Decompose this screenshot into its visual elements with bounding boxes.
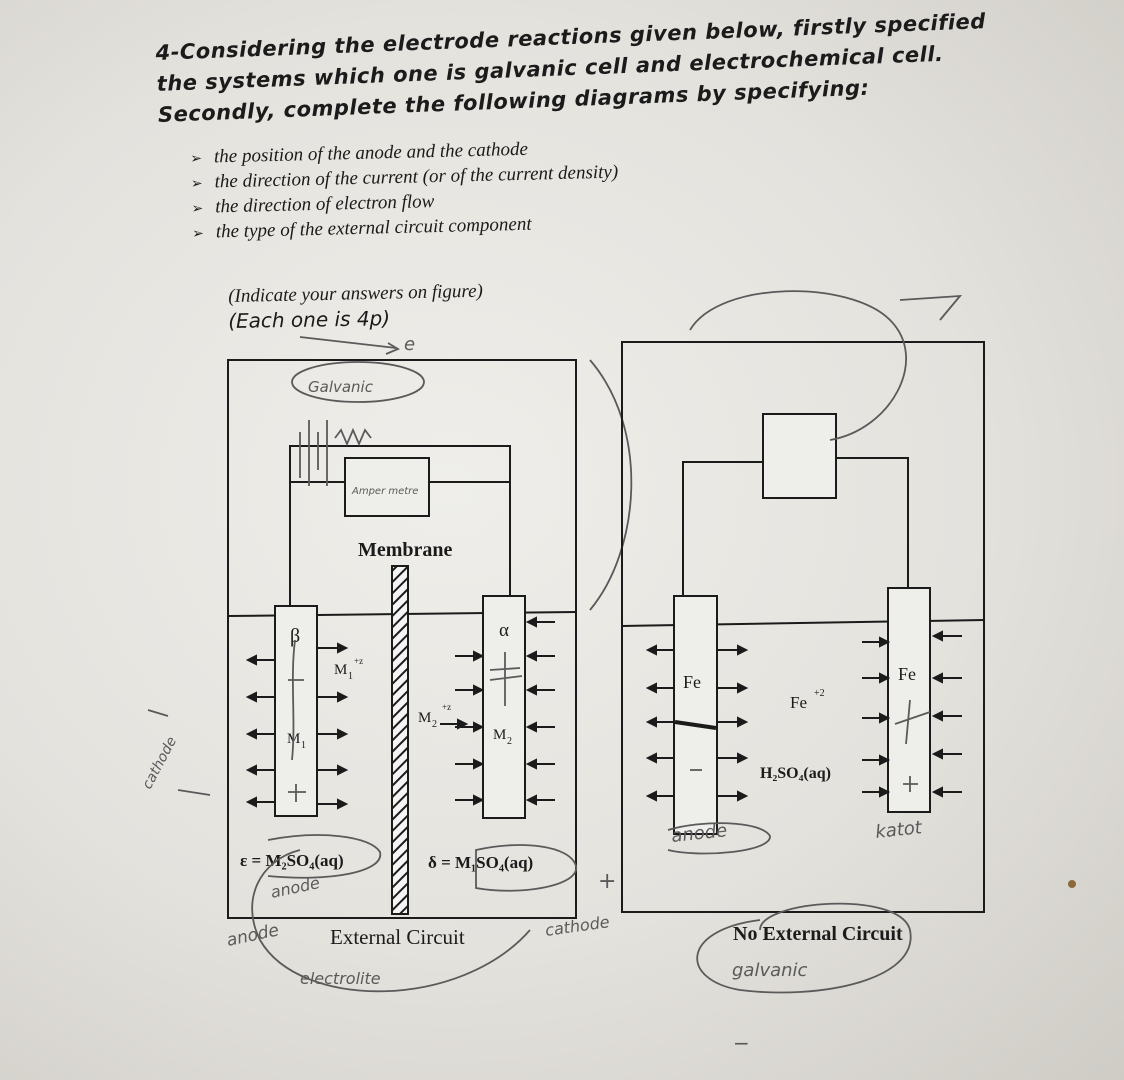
electron-arrow-line	[299, 336, 397, 349]
right-cell-frame	[621, 341, 985, 913]
plus-sign-left: +	[598, 869, 616, 894]
fe-right-outer-arrows	[931, 630, 962, 798]
fe-right-label: Fe	[898, 664, 916, 684]
left-cell-frame	[227, 359, 577, 919]
membrane-bar	[391, 565, 409, 915]
fe-right-pencil	[894, 699, 931, 745]
galvanic-circle-bottom	[696, 902, 912, 994]
svg-text:1: 1	[348, 671, 353, 682]
m2-ion-label: M 2 +z	[418, 702, 451, 730]
svg-text:2: 2	[432, 719, 437, 730]
top-right-arrow	[899, 294, 963, 321]
galvanic-bottom-text: galvanic	[732, 960, 808, 981]
anode-circle	[667, 822, 771, 855]
blank-component-box	[762, 413, 837, 499]
fe-right-plus	[903, 776, 918, 792]
ammeter-label: Amper metre	[351, 486, 418, 497]
m2-ion-arrow	[440, 718, 469, 730]
beta-left-arrows	[245, 654, 274, 808]
svg-text:+z: +z	[354, 656, 363, 666]
beta-right-arrows	[318, 642, 349, 810]
delta-circle	[475, 844, 577, 892]
left-cell-labels: Amper metre Membrane β α M 1 +z M 1 M 2 …	[240, 486, 533, 949]
alpha-pencil-marks	[489, 652, 523, 706]
right-swoosh	[589, 359, 633, 611]
alpha-left-arrows	[455, 650, 485, 806]
electron-arrowhead	[385, 342, 400, 355]
galvanic-top-text: Galvanic	[308, 378, 374, 396]
left-cell-handwriting	[147, 336, 633, 993]
fe-left-label: Fe	[683, 672, 701, 692]
svg-text:M: M	[493, 727, 506, 743]
anode-bottom-text: anode	[225, 920, 281, 951]
alpha-field-arrows	[440, 616, 555, 806]
left-handwritten-labels: Galvanic e cathode anode anode cathode e…	[139, 334, 616, 988]
resistor-symbol	[334, 427, 372, 447]
galvanic-circle	[291, 361, 425, 403]
m1-ion-label: M 1 +z	[334, 656, 363, 682]
cathode-pointer	[177, 789, 211, 796]
cathode-left-text: cathode	[139, 734, 180, 792]
alpha-label: α	[499, 620, 509, 641]
fe-left-bar	[674, 720, 717, 730]
epsilon-solution-label: ε = M₂SO₄(aq)	[240, 851, 344, 870]
epsilon-circle	[267, 834, 381, 879]
electrode-alpha	[482, 595, 526, 819]
svg-text:M: M	[334, 662, 347, 678]
fe-electrode-right	[887, 587, 931, 813]
right-cell-handwriting	[667, 290, 963, 994]
minus-sign: −	[733, 1031, 750, 1055]
bottom-loop	[251, 849, 531, 993]
left-tick-mark	[147, 709, 169, 717]
svg-text:2: 2	[507, 736, 512, 747]
svg-text:+z: +z	[442, 702, 451, 712]
fe-right-inner-arrows	[862, 636, 891, 798]
beta-pencil-line	[291, 639, 296, 761]
m2-metal-label: M 2	[493, 727, 512, 747]
svg-text:+2: +2	[814, 688, 825, 699]
pencil-dot	[1068, 880, 1076, 888]
right-left-wire	[682, 461, 764, 596]
battery-symbol	[299, 420, 328, 486]
svg-text:M: M	[418, 710, 431, 726]
beta-field-arrows	[245, 642, 349, 810]
left-outer-wire	[289, 445, 511, 620]
fe-left-inner-arrows	[718, 644, 749, 802]
beta-pencil-marks	[288, 679, 306, 802]
electrode-beta	[274, 605, 318, 817]
membrane-label: Membrane	[358, 539, 453, 561]
top-right-circle	[689, 290, 907, 441]
beta-label: β	[290, 625, 300, 647]
fe-ion-label: Fe +2	[790, 688, 825, 712]
right-cell-arrows	[645, 630, 962, 802]
fe-electrode-left	[673, 595, 718, 835]
fe-left-outer-arrows	[645, 644, 673, 802]
right-right-wire	[836, 457, 909, 588]
alpha-right-arrows	[525, 616, 555, 806]
svg-text:1: 1	[301, 740, 306, 751]
right-cell	[621, 341, 985, 913]
external-circuit-caption: External Circuit	[330, 925, 465, 949]
right-cell-labels: Fe Fe Fe +2 H₂SO₄(aq) No External Circui…	[683, 664, 916, 945]
no-external-circuit-caption: No External Circuit	[733, 923, 903, 945]
cathode-bottom-text: cathode	[544, 912, 611, 940]
katot-text: katot	[874, 817, 923, 843]
svg-text:Fe: Fe	[790, 693, 807, 712]
anode-right-text: anode	[670, 820, 728, 847]
electron-symbol: e	[404, 334, 415, 355]
left-cell	[227, 359, 577, 919]
delta-solution-label: δ = M₁SO₄(aq)	[428, 853, 533, 872]
h2so4-label: H₂SO₄(aq)	[760, 765, 831, 782]
ammeter-box	[344, 457, 430, 517]
electrolite-text: electrolite	[300, 969, 381, 988]
